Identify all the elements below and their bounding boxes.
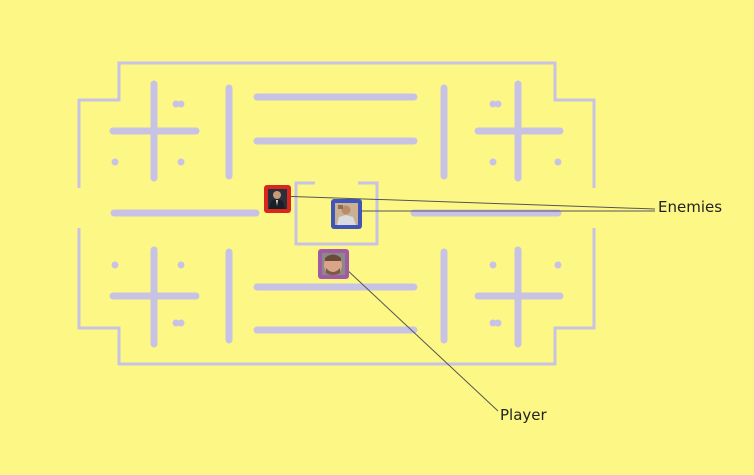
maze-outer-wall-top (77, 61, 596, 188)
pellet (489, 100, 497, 108)
player-callout-line (344, 267, 499, 412)
pellet (489, 319, 497, 327)
pellet (489, 158, 497, 166)
pellet (554, 261, 562, 269)
pellet (172, 319, 180, 327)
pellet (554, 158, 562, 166)
player-label: Player (500, 406, 547, 424)
ghost-house (294, 181, 379, 246)
pellet (177, 319, 185, 327)
callout-lines (277, 195, 656, 412)
pellet (172, 100, 180, 108)
maze-outer-wall-bottom (77, 228, 596, 366)
pellet (111, 158, 119, 166)
pellet (494, 319, 502, 327)
maze-walls (109, 80, 564, 348)
pellet (177, 261, 185, 269)
player (318, 249, 349, 279)
enemy-blue (331, 199, 362, 229)
pellet (489, 261, 497, 269)
pellet (177, 100, 185, 108)
pellet (177, 158, 185, 166)
maze (77, 61, 596, 366)
enemies-callout-line (277, 195, 656, 210)
pellet (494, 100, 502, 108)
pellets (111, 100, 562, 327)
enemy-red (264, 185, 291, 213)
enemies-label: Enemies (658, 198, 723, 216)
pellet (111, 261, 119, 269)
